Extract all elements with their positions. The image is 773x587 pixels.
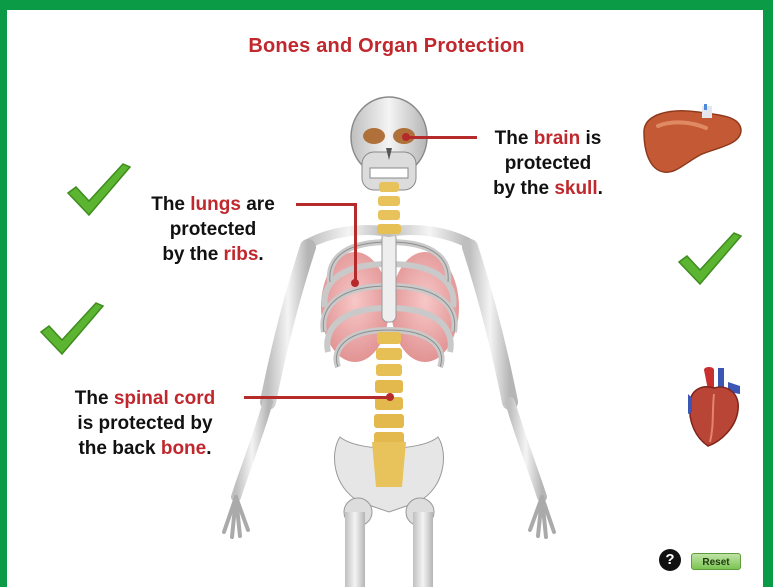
spine-leader-line: [244, 396, 388, 399]
brain-label[interactable]: The brain is protected by the skull.: [478, 126, 618, 201]
check-icon: [38, 302, 106, 360]
brain-leader-dot: [402, 133, 410, 141]
lungs-leader-line: [296, 203, 356, 206]
lungs-leader-dot: [351, 279, 359, 287]
brain-leader-line: [405, 136, 477, 139]
page-title: Bones and Organ Protection: [0, 35, 773, 58]
check-icon: [676, 232, 744, 290]
check-icon: [65, 163, 133, 221]
liver-icon[interactable]: [640, 102, 745, 177]
heart-icon[interactable]: [684, 364, 744, 448]
lungs-label[interactable]: The lungs are protected by the ribs.: [128, 192, 298, 267]
reset-button[interactable]: Reset: [691, 553, 741, 570]
help-button[interactable]: ?: [659, 549, 681, 571]
spine-leader-dot: [386, 393, 394, 401]
spinal-cord-label[interactable]: The spinal cord is protected by the back…: [50, 386, 240, 461]
lungs-leader-line-vertical: [354, 203, 357, 281]
